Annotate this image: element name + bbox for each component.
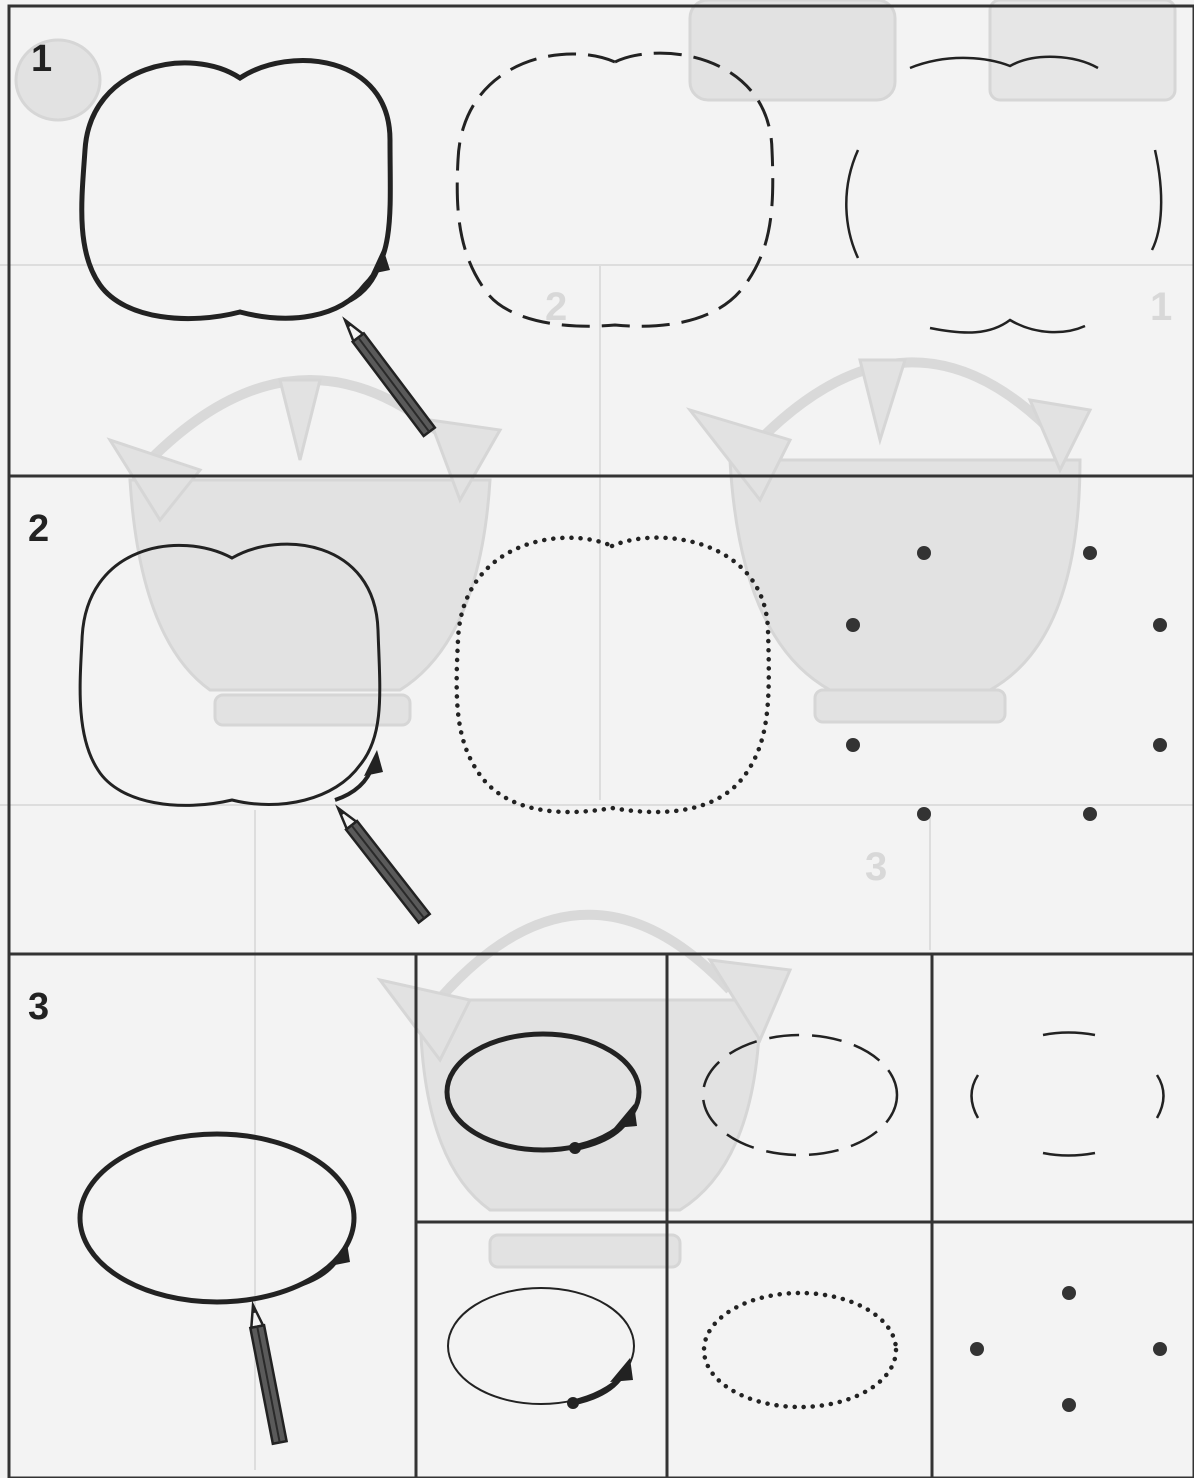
section-1 xyxy=(82,53,1161,436)
svg-text:1: 1 xyxy=(1150,285,1172,329)
pencil-icon xyxy=(332,804,429,923)
oval-outline-dotted xyxy=(704,1293,896,1407)
oval-outline-partial xyxy=(972,1033,1164,1156)
arrowhead-icon xyxy=(610,1358,633,1382)
arrowhead-icon xyxy=(330,1243,350,1266)
arrowhead-icon xyxy=(371,248,390,274)
oval-outline-solid xyxy=(80,1134,354,1302)
start-dot xyxy=(569,1142,581,1154)
apple-outline-solid xyxy=(82,61,391,319)
svg-text:3: 3 xyxy=(865,845,887,889)
section-number-2: 2 xyxy=(28,510,49,548)
start-dot xyxy=(567,1397,579,1409)
oval-dot-guide xyxy=(970,1286,1167,1412)
apple-outline-dotted xyxy=(457,538,769,812)
section-number-1: 1 xyxy=(31,40,52,78)
pencil-icon xyxy=(246,1304,286,1444)
pencil-icon xyxy=(339,316,434,436)
oval-outline-thin xyxy=(448,1288,634,1409)
section-number-3: 3 xyxy=(28,988,49,1026)
